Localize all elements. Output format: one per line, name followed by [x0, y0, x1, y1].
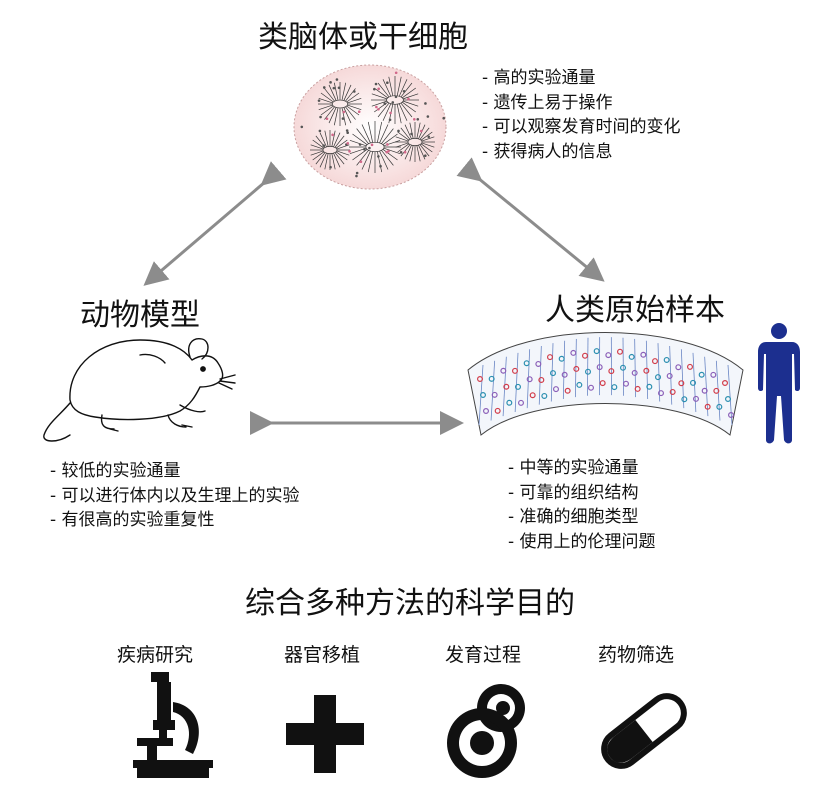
plus-icon: [286, 695, 364, 773]
disease-research-label: 疾病研究: [117, 640, 193, 667]
organ-transplant-label: 器官移植: [284, 640, 360, 667]
development-label: 发育过程: [445, 640, 521, 667]
microscope-icon: [133, 672, 213, 780]
drug-screening-label: 药物筛选: [598, 640, 674, 667]
pill-capsule-icon: [594, 690, 694, 772]
cell-division-icon: [446, 684, 532, 778]
